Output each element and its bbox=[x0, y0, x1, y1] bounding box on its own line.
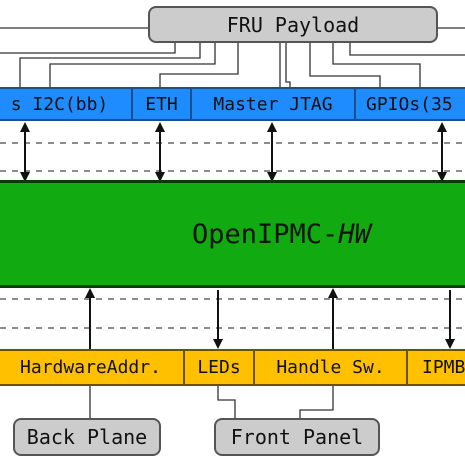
openipmc-hw-name: OpenIPMC- bbox=[192, 218, 339, 250]
bus-eth-label: ETH bbox=[145, 93, 178, 115]
payload-wires bbox=[0, 27, 465, 88]
fru-payload-label: FRU Payload bbox=[226, 12, 360, 37]
front-panel-box: Front Panel bbox=[214, 418, 380, 456]
bus-handle-switch-label: Handle Sw. bbox=[276, 357, 385, 378]
bus-eth: ETH bbox=[131, 87, 192, 121]
back-plane-box: Back Plane bbox=[13, 418, 161, 456]
front-panel-label: Front Panel bbox=[230, 425, 364, 449]
bus-i2c-bb: s I2C(bb) bbox=[0, 87, 133, 121]
bus-gpios-label: GPIOs(35 bbox=[366, 93, 453, 115]
bus-master-jtag-label: Master JTAG bbox=[213, 93, 333, 115]
bus-leds-label: LEDs bbox=[197, 357, 241, 378]
bus-handle-switch: Handle Sw. bbox=[253, 349, 408, 386]
bus-ipmb-label: IPMB bbox=[422, 357, 465, 378]
openipmc-hw-suffix: HW bbox=[338, 218, 371, 250]
bus-master-jtag: Master JTAG bbox=[190, 87, 356, 121]
back-plane-label: Back Plane bbox=[26, 425, 148, 449]
bus-hardware-addr: HardwareAddr. bbox=[0, 349, 185, 386]
bus-i2c-bb-label: s I2C(bb) bbox=[10, 93, 109, 115]
bottom-bus-arrows bbox=[85, 288, 455, 349]
bus-ipmb: IPMB bbox=[406, 349, 465, 386]
fru-payload-box: FRU Payload bbox=[148, 6, 438, 43]
bus-hardware-addr-label: HardwareAddr. bbox=[20, 357, 161, 378]
openipmc-hw-block: OpenIPMC-HW bbox=[0, 180, 465, 288]
bus-leds: LEDs bbox=[183, 349, 255, 386]
bus-gpios: GPIOs(35 bbox=[354, 87, 465, 121]
top-bus-arrows bbox=[20, 122, 447, 182]
connector-wires bbox=[89, 386, 334, 418]
